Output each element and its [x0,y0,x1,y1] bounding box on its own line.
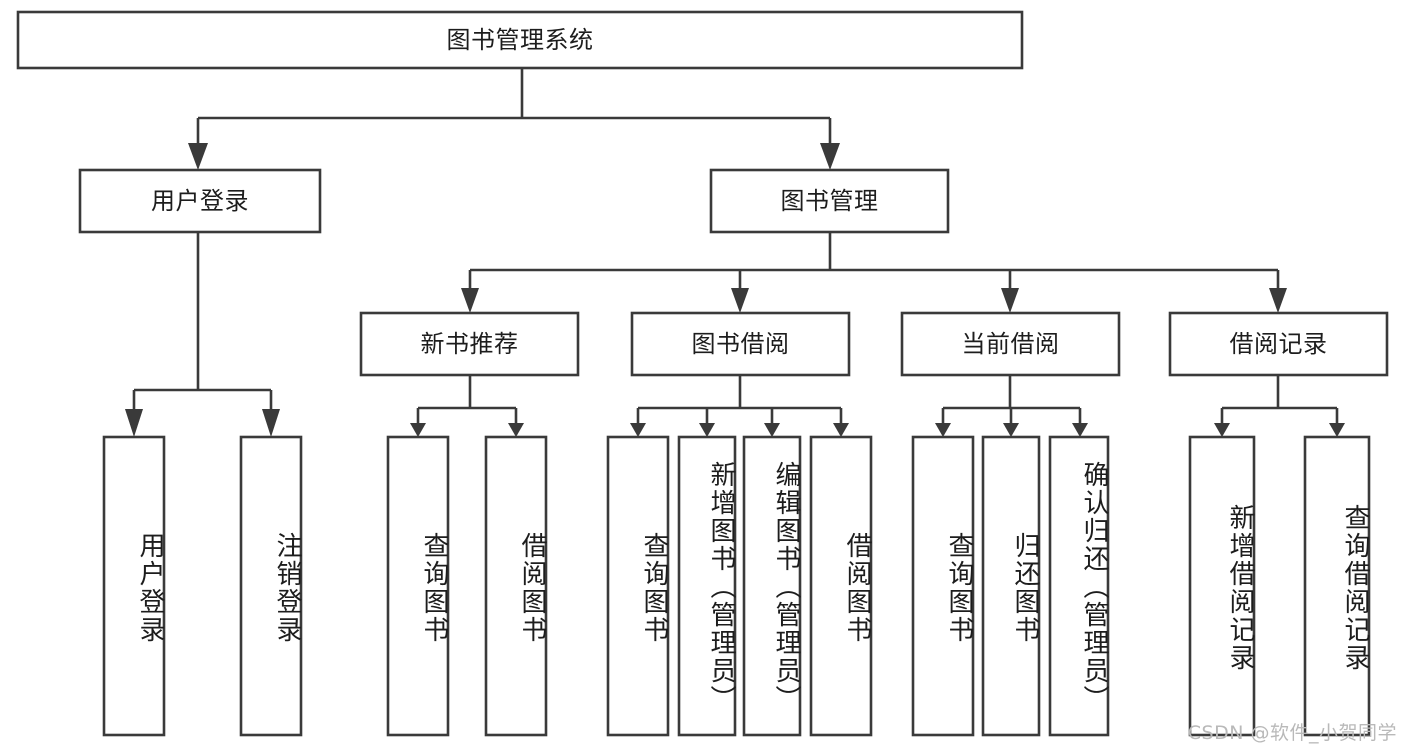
arrow-leaf-return-book [1003,423,1019,437]
node-root-box[interactable] [16,10,1024,70]
leaf-borrow-book-a-box[interactable] [484,435,548,737]
arrow-leaf-logout [262,409,280,437]
node-book-borrow-box[interactable] [630,311,851,377]
arrow-leaf-confirm-return [1072,423,1088,437]
node-user-login-box[interactable] [78,168,322,234]
leaf-logout-box[interactable] [239,435,303,737]
arrow-leaf-edit-book [764,423,780,437]
leaf-confirm-return-box[interactable] [1048,435,1110,737]
arrow-book-borrow [731,288,749,313]
arrow-leaf-borrow-book-b [833,423,849,437]
arrow-current-borrow [1001,288,1019,313]
arrow-borrow-record [1269,288,1287,313]
arrow-leaf-query-book-c [935,423,951,437]
arrow-leaf-borrow-book-a [508,423,524,437]
arrow-leaf-user-login [125,409,143,437]
arrow-leaf-query-book-a [410,423,426,437]
connector-layer [132,68,1339,423]
leaf-edit-book-box[interactable] [742,435,802,737]
node-box-layer [16,10,1389,737]
node-current-borrow-box[interactable] [900,311,1121,377]
leaf-query-record-box[interactable] [1303,435,1371,737]
leaf-query-book-a-box[interactable] [386,435,450,737]
arrow-leaf-add-book [699,423,715,437]
arrowhead-layer [125,143,1345,437]
leaf-add-record-box[interactable] [1188,435,1256,737]
leaf-borrow-book-b-box[interactable] [809,435,873,737]
leaf-query-book-c-box[interactable] [911,435,975,737]
leaf-add-book-box[interactable] [677,435,737,737]
node-borrow-record-box[interactable] [1168,311,1389,377]
arrow-leaf-query-record [1329,423,1345,437]
arrow-leaf-query-book-b [630,423,646,437]
leaf-return-book-box[interactable] [981,435,1041,737]
leaf-query-book-b-box[interactable] [606,435,670,737]
arrow-book-manage [820,143,840,170]
leaf-user-login-box[interactable] [102,435,166,737]
arrow-new-book-rec [461,288,479,313]
node-book-manage-box[interactable] [709,168,950,234]
csdn-watermark: CSDN @软件_小贺同学 [1187,722,1397,744]
node-new-book-rec-box[interactable] [359,311,580,377]
arrow-leaf-add-record [1214,423,1230,437]
arrow-user-login [188,143,208,170]
